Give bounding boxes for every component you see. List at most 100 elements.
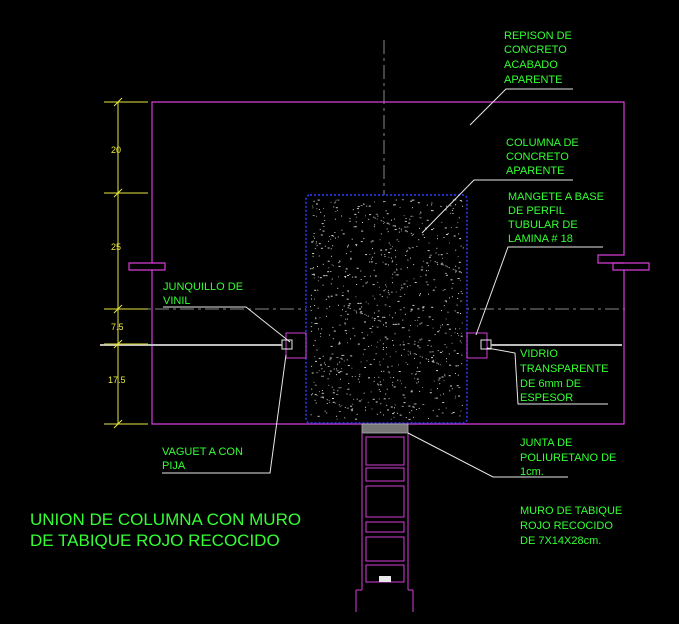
hatch-speckle [318, 255, 320, 257]
hatch-speckle [330, 201, 332, 203]
hatch-speckle [436, 247, 438, 249]
hatch-speckle [336, 357, 339, 358]
hatch-speckle [431, 357, 433, 359]
hatch-speckle [322, 284, 324, 286]
hatch-speckle [357, 302, 360, 304]
hatch-speckle [383, 290, 386, 292]
polyurethane-joint [361, 423, 409, 434]
hatch-speckle [384, 263, 387, 265]
hatch-speckle [339, 406, 341, 408]
hatch-speckle [377, 215, 379, 217]
hatch-speckle [386, 338, 389, 340]
title-line-2: DE TABIQUE ROJO RECOCIDO [30, 531, 280, 550]
hatch-speckle [393, 271, 396, 273]
hatch-speckle [364, 313, 366, 315]
hatch-speckle [347, 365, 350, 366]
hatch-speckle [341, 295, 344, 297]
hatch-speckle [351, 238, 353, 240]
hatch-speckle [409, 351, 411, 353]
hatch-speckle [313, 277, 315, 279]
hatch-speckle [406, 231, 408, 233]
hatch-speckle [442, 402, 445, 403]
hatch-speckle [379, 294, 381, 296]
hatch-speckle [377, 341, 379, 343]
hatch-speckle [410, 215, 412, 217]
hatch-speckle [339, 341, 340, 343]
hatch-speckle [314, 305, 316, 306]
hatch-speckle [316, 208, 318, 210]
hatch-speckle [375, 213, 378, 215]
hatch-speckle [347, 274, 349, 276]
hatch-speckle [445, 209, 447, 211]
hatch-speckle [394, 407, 395, 409]
hatch-speckle [461, 201, 463, 202]
hatch-speckle [354, 213, 357, 215]
hatch-speckle [426, 204, 428, 206]
hatch-speckle [348, 383, 350, 384]
hatch-speckle [340, 315, 342, 317]
hatch-speckle [368, 205, 371, 207]
hatch-speckle [365, 301, 367, 303]
hatch-speckle [376, 413, 378, 415]
hatch-speckle [332, 398, 334, 399]
hatch-speckle [393, 344, 394, 346]
hatch-speckle [430, 389, 432, 391]
hatch-speckle [452, 268, 454, 270]
hatch-speckle [431, 306, 434, 308]
label-junta-3: 1cm. [520, 466, 544, 478]
label-mangete-2: DE PERFIL [508, 205, 565, 217]
hatch-speckle [398, 364, 399, 366]
hatch-speckle [311, 388, 313, 390]
hatch-speckle [321, 390, 323, 391]
hatch-speckle [459, 415, 461, 417]
hatch-speckle [451, 287, 453, 289]
hatch-speckle [389, 306, 391, 307]
hatch-speckle [444, 374, 446, 376]
hatch-speckle [353, 226, 355, 228]
hatch-speckle [323, 225, 325, 227]
hatch-speckle [338, 262, 340, 264]
leader-lines [162, 88, 608, 478]
hatch-speckle [319, 317, 321, 319]
hatch-speckle [444, 227, 447, 229]
hatch-speckle [413, 407, 415, 409]
hatch-speckle [370, 391, 372, 393]
hatch-speckle [437, 388, 438, 390]
dimension-25: 25 [111, 242, 121, 252]
hatch-speckle [394, 312, 396, 314]
hatch-speckle [359, 375, 361, 377]
hatch-speckle [379, 361, 381, 363]
hatch-speckle [446, 361, 447, 363]
hatch-speckle [336, 418, 338, 420]
hatch-speckle [356, 413, 358, 415]
hatch-speckle [403, 215, 405, 217]
hatch-speckle [375, 401, 378, 403]
hatch-speckle [446, 358, 447, 360]
hatch-speckle [311, 394, 312, 396]
hatch-speckle [441, 412, 444, 414]
hatch-speckle [414, 320, 416, 321]
hatch-speckle [341, 368, 342, 370]
hatch-speckle [347, 313, 349, 315]
hatch-speckle [337, 363, 339, 365]
hatch-speckle [353, 309, 355, 311]
hatch-speckle [458, 293, 460, 295]
hatch-speckle [310, 309, 312, 311]
hatch-speckle [344, 417, 346, 419]
hatch-speckle [413, 278, 415, 280]
hatch-speckle [443, 393, 444, 395]
hatch-speckle [416, 378, 419, 380]
hatch-speckle [448, 242, 450, 244]
hatch-speckle [450, 279, 453, 281]
hatch-speckle [458, 395, 461, 397]
hatch-speckle [370, 241, 372, 243]
hatch-speckle [460, 313, 461, 314]
hatch-speckle [428, 417, 429, 419]
hatch-speckle [455, 365, 458, 367]
hatch-speckle [447, 311, 449, 313]
hatch-speckle [328, 384, 330, 386]
hatch-speckle [392, 323, 395, 325]
hatch-speckle [384, 221, 386, 223]
hatch-speckle [437, 331, 440, 333]
callout-junta: JUNTA DE POLIURETANO DE 1cm. [520, 437, 616, 478]
